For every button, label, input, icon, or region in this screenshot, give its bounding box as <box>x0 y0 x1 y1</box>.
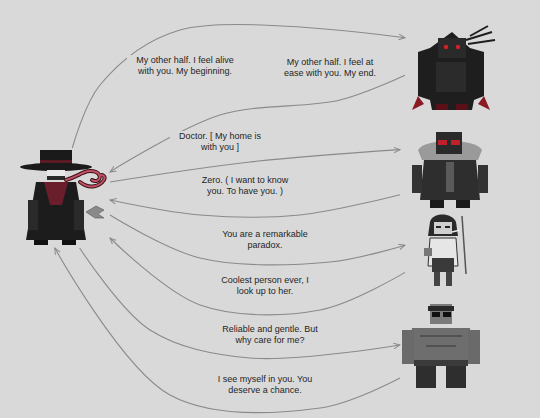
zero-figure <box>20 150 105 245</box>
edge-label: My other half. I feel alive with you. My… <box>127 55 243 77</box>
character-node <box>405 25 490 110</box>
edge-label: Reliable and gentle. But why care for me… <box>215 324 325 346</box>
connector-arrow <box>110 195 400 218</box>
connector-arrow <box>80 248 400 359</box>
character-node <box>18 148 110 248</box>
girl-figure <box>424 215 466 287</box>
edge-label: You are a remarkable paradox. <box>213 229 317 251</box>
edge-label: Coolest person ever, I look up to her. <box>213 275 317 297</box>
edge-label: I see myself in you. You deserve a chanc… <box>210 374 320 396</box>
edge-label: Doctor. [ My home is with you ] <box>170 131 270 153</box>
muscled-figure <box>402 304 480 388</box>
connector-arrow <box>110 215 405 265</box>
dark-figure <box>412 26 495 110</box>
character-node <box>400 125 492 210</box>
character-node <box>405 210 477 290</box>
connector-arrow <box>72 25 405 148</box>
connector-arrow <box>110 75 405 172</box>
edge-label: My other half. I feel at ease with you. … <box>276 57 384 79</box>
edge-label: Zero. ( I want to know you. To have you.… <box>193 175 297 197</box>
character-node <box>400 298 482 390</box>
fur-collar-figure <box>412 132 488 208</box>
connector-arrow <box>55 248 400 413</box>
